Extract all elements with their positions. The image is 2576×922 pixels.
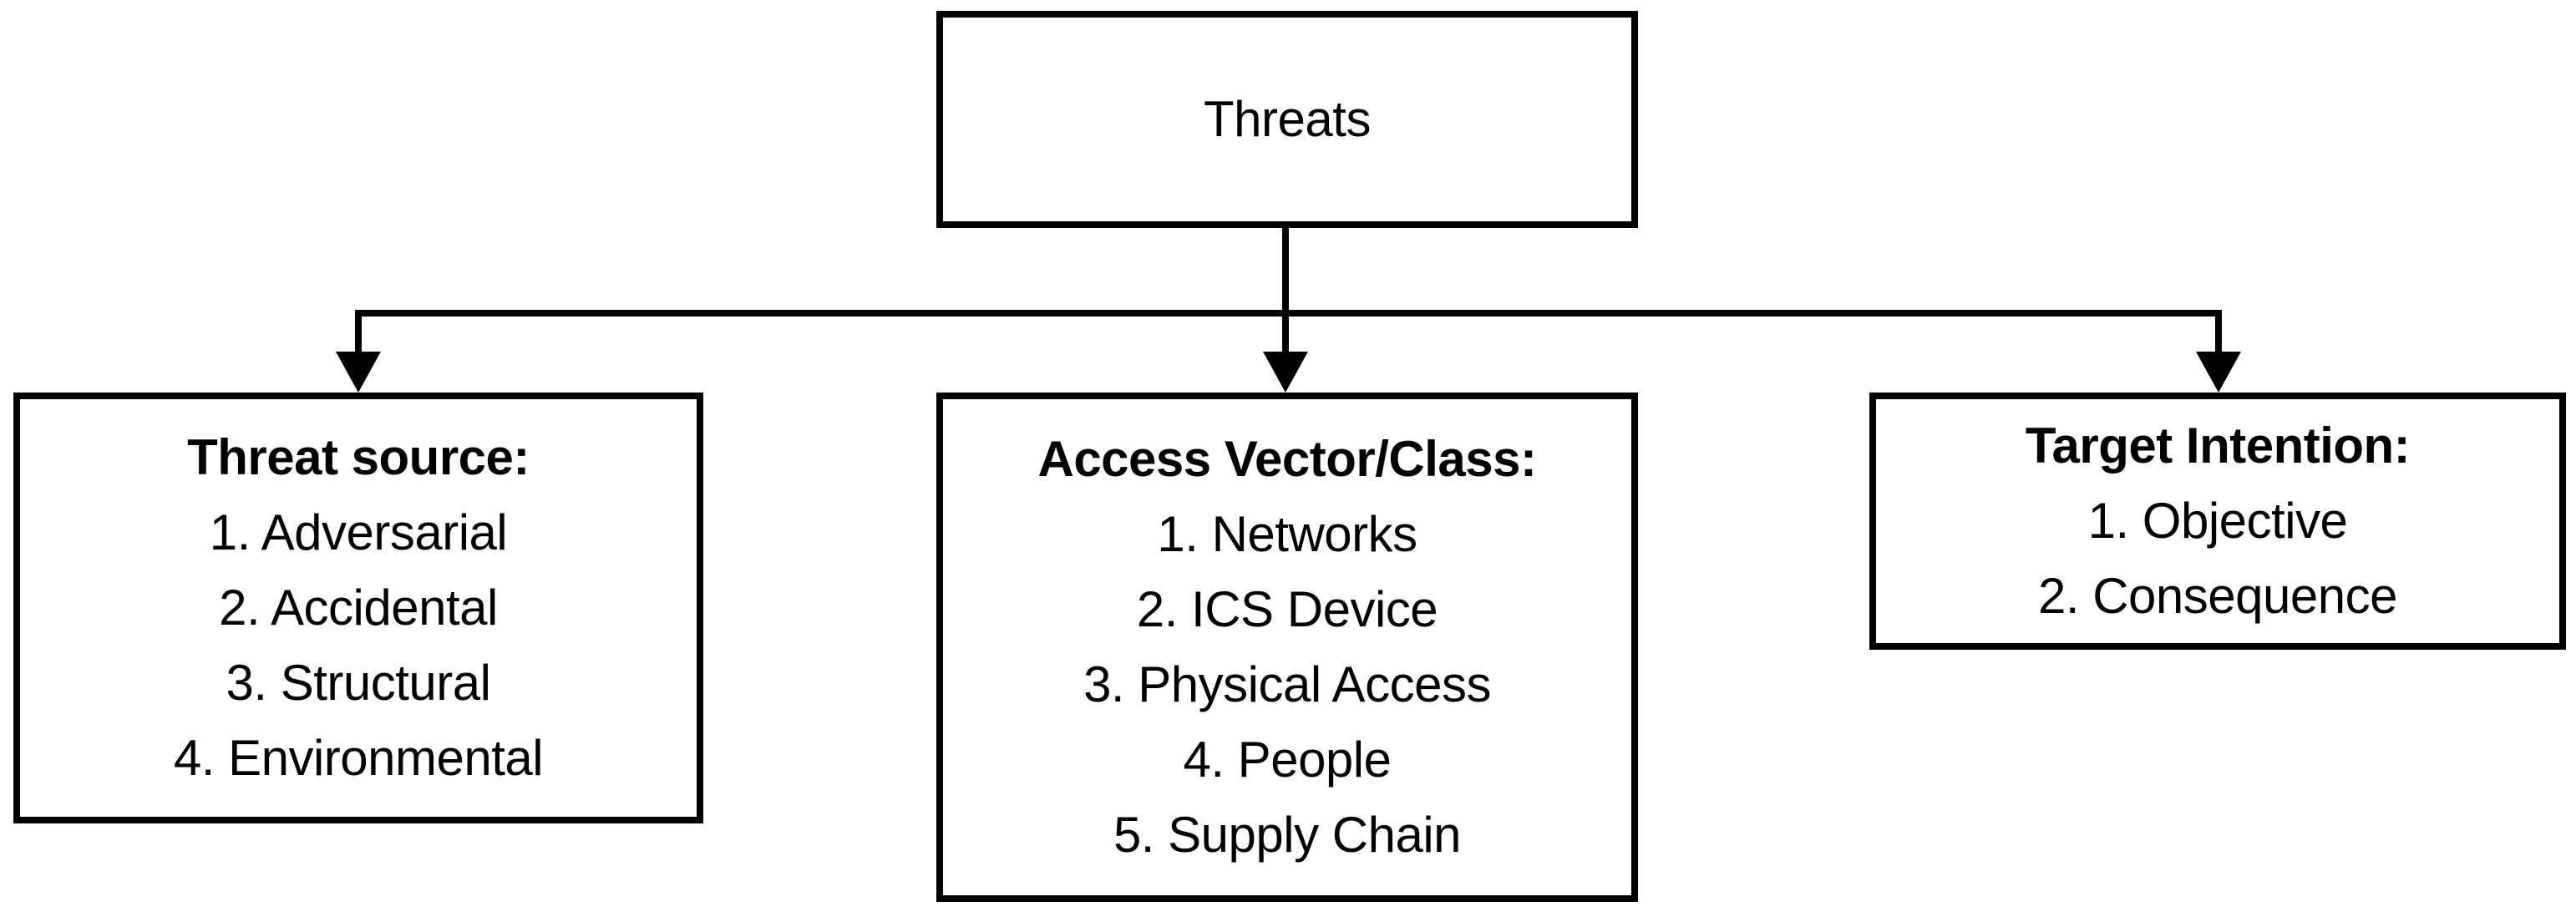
list-item: 2. ICS Device — [1136, 581, 1438, 637]
node-threat-source-header: Threat source: — [187, 429, 530, 485]
list-item: 1. Adversarial — [209, 504, 508, 560]
node-access-vector-class: Access Vector/Class: 1. Networks 2. ICS … — [936, 393, 1638, 902]
arrowhead-center-icon — [1263, 352, 1308, 393]
node-threats-label: Threats — [1204, 91, 1371, 147]
list-item: 2. Accidental — [219, 580, 498, 636]
node-access-vector-class-header: Access Vector/Class: — [1037, 431, 1537, 487]
list-item: 1. Objective — [2087, 493, 2348, 549]
list-item: 5. Supply Chain — [1113, 807, 1462, 863]
list-item: 1. Networks — [1157, 506, 1417, 562]
list-item: 2. Consequence — [2038, 568, 2398, 624]
node-target-intention: Target Intention: 1. Objective 2. Conseq… — [1869, 393, 2566, 650]
list-item: 4. People — [1183, 732, 1392, 788]
list-item: 4. Environmental — [173, 730, 544, 786]
list-item: 3. Structural — [226, 655, 491, 711]
arrowhead-left-icon — [336, 352, 381, 393]
node-target-intention-header: Target Intention: — [2025, 418, 2411, 474]
arrowhead-right-icon — [2196, 352, 2241, 393]
node-threat-source: Threat source: 1. Adversarial 2. Acciden… — [13, 393, 703, 823]
node-threats: Threats — [936, 11, 1638, 228]
list-item: 3. Physical Access — [1083, 656, 1491, 712]
